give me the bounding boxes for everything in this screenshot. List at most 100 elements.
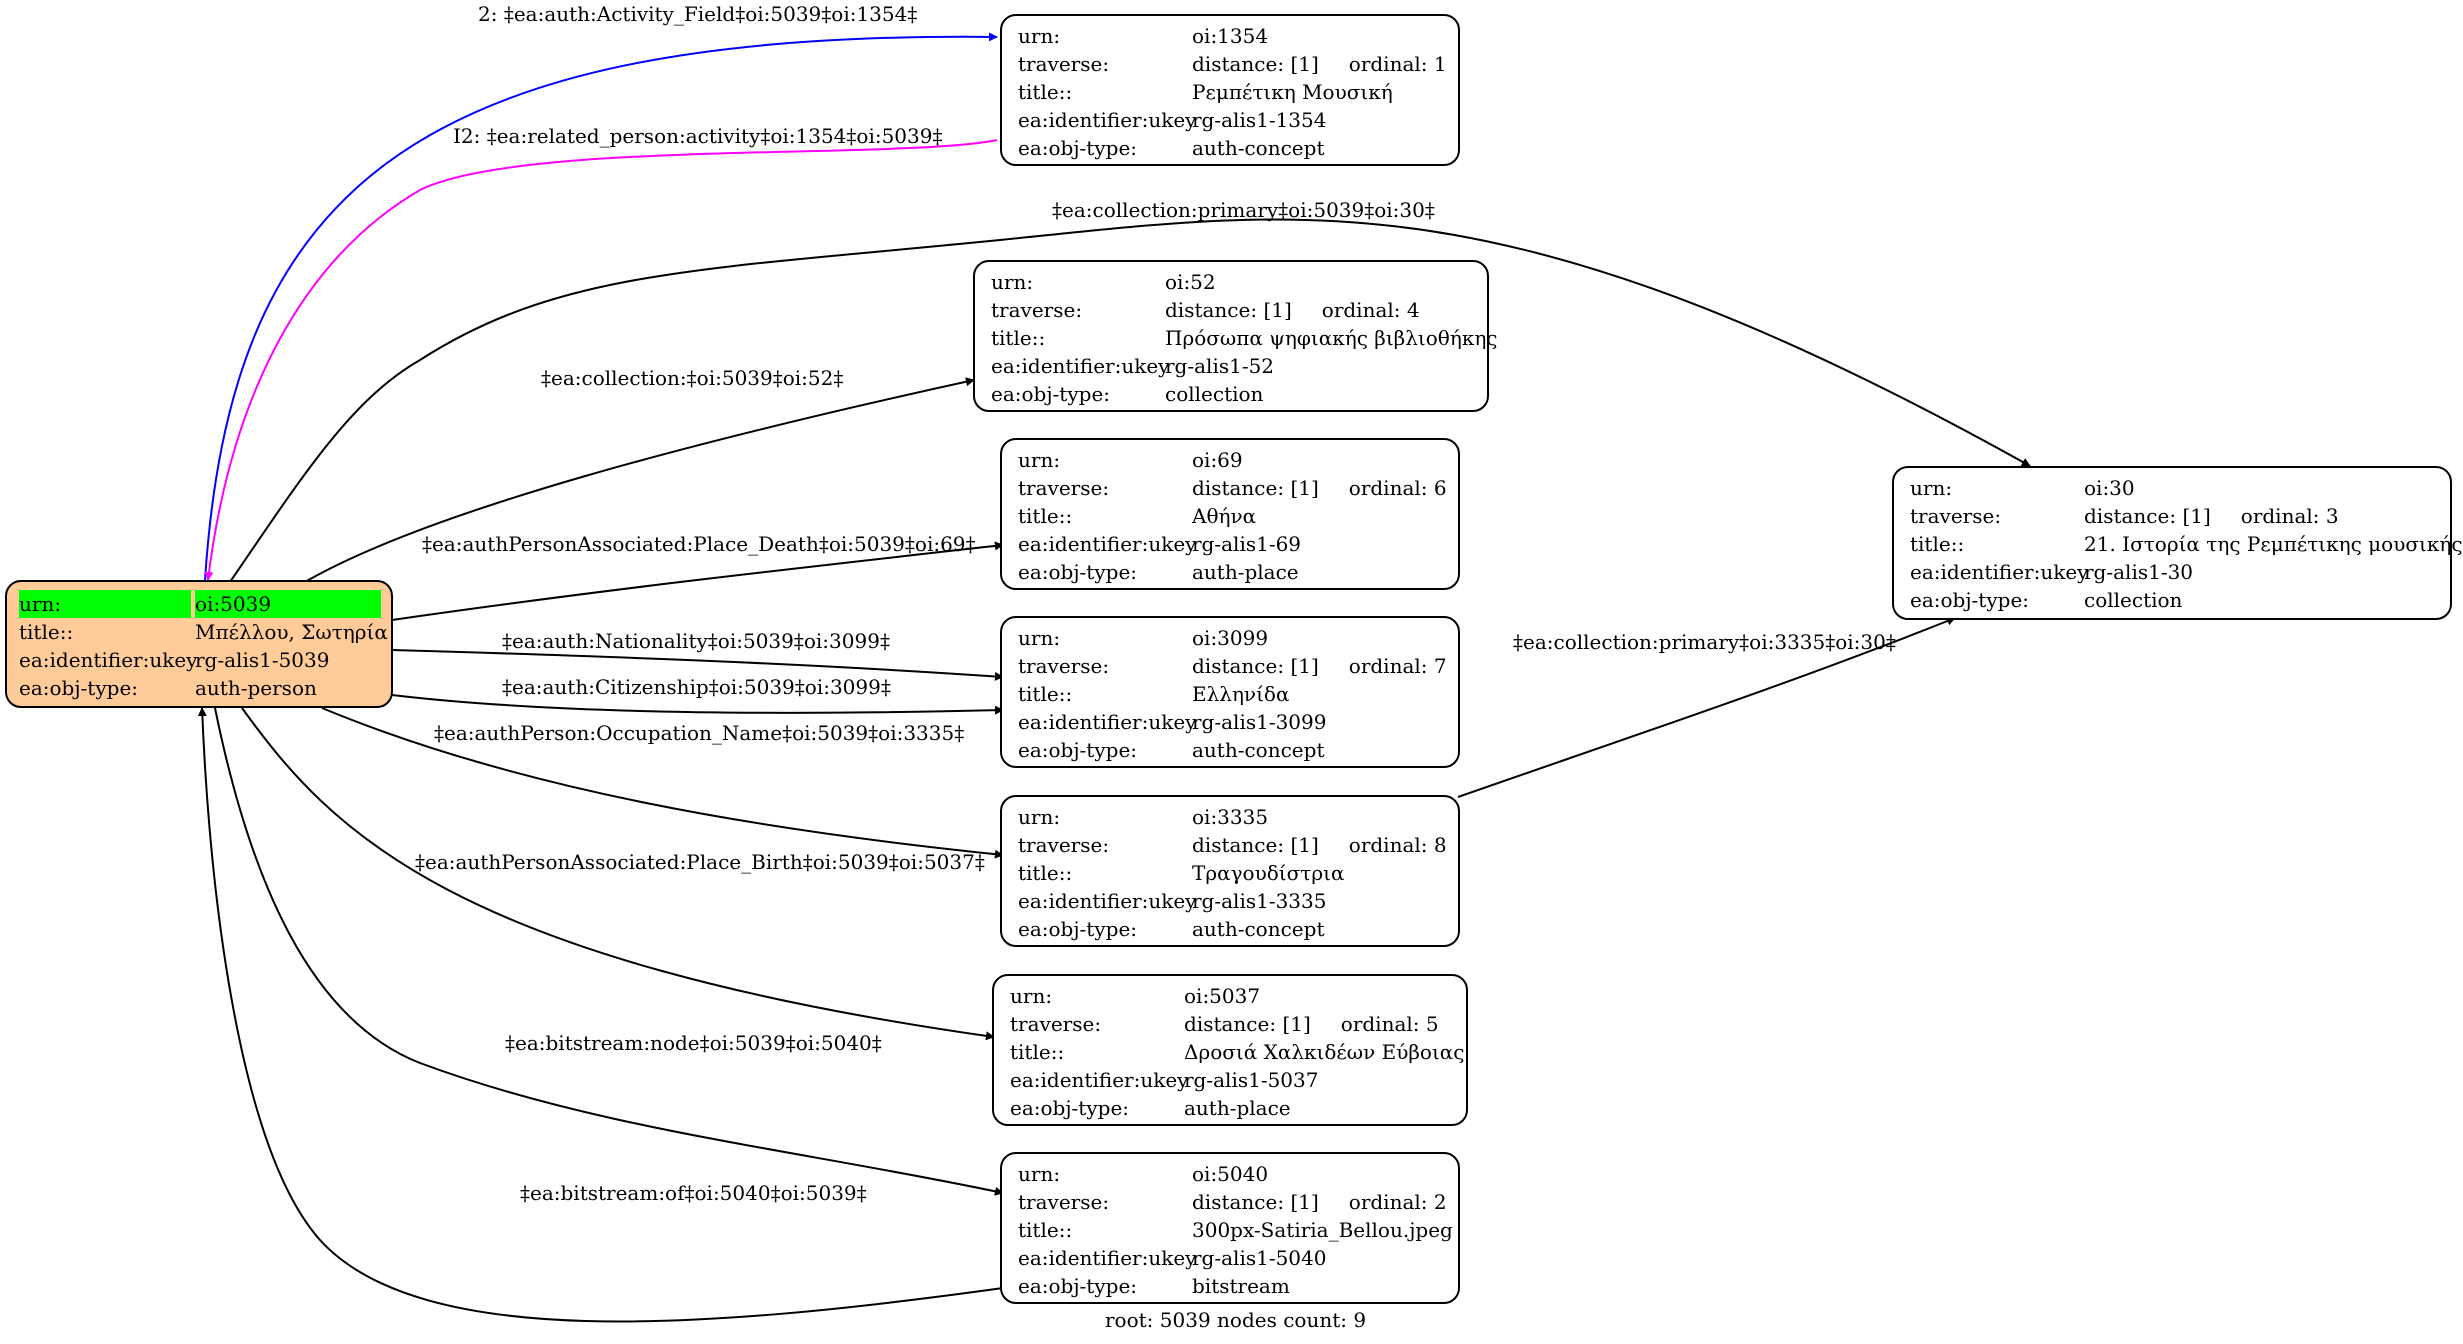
type-value: auth-person <box>195 676 317 700</box>
ukey-value: rg-alis1-5037 <box>1184 1068 1319 1092</box>
urn-key: urn: <box>1018 24 1061 48</box>
traverse-key: traverse: <box>1018 52 1110 76</box>
node-oi-30[interactable]: urn:oi:30 traverse:distance: [1]ordinal:… <box>1892 466 2463 620</box>
urn-value: oi:5037 <box>1184 984 1261 1008</box>
edge-bitstream-node <box>214 707 1004 1196</box>
type-value: auth-concept <box>1192 738 1325 762</box>
traverse-key: traverse: <box>991 298 1083 322</box>
urn-key: urn: <box>1018 805 1061 829</box>
type-key: ea:obj-type: <box>1010 1096 1130 1120</box>
ukey-value: rg-alis1-3335 <box>1192 889 1327 913</box>
edge-label-bitstream-of: ‡ea:bitstream:of‡oi:5040‡oi:5039‡ <box>520 1181 867 1205</box>
ukey-key: ea:identifier:ukey <box>1018 710 1197 734</box>
title-key: title:: <box>1018 861 1073 885</box>
traverse-key: traverse: <box>1018 1190 1110 1214</box>
type-value: bitstream <box>1192 1274 1290 1298</box>
ukey-key: ea:identifier:ukey <box>1010 1068 1189 1092</box>
title-key: title:: <box>1910 532 1965 556</box>
ukey-value: rg-alis1-1354 <box>1192 108 1327 132</box>
edge-collection-primary-3335-30 <box>1457 616 1956 798</box>
urn-key: urn: <box>1018 448 1061 472</box>
node-oi-1354[interactable]: urn:oi:1354 traverse:distance: [1]ordina… <box>1000 14 1460 166</box>
edge-label-activity-field: 2: ‡ea:auth:Activity_Field‡oi:5039‡oi:13… <box>478 2 918 26</box>
edge-label-place-birth: ‡ea:authPersonAssociated:Place_Birth‡oi:… <box>415 850 985 874</box>
type-value: auth-place <box>1184 1096 1291 1120</box>
traverse-key: traverse: <box>1018 476 1110 500</box>
edge-label-citizenship: ‡ea:auth:Citizenship‡oi:5039‡oi:3099‡ <box>502 675 891 699</box>
edge-bitstream-of <box>197 707 1004 1323</box>
node-oi-5037[interactable]: urn:oi:5037 traverse:distance: [1]ordina… <box>992 974 1468 1126</box>
type-value: collection <box>1165 382 1264 406</box>
edge-nationality <box>391 649 1004 681</box>
urn-value: oi:3335 <box>1192 805 1269 829</box>
ukey-key: ea:identifier:ukey <box>1910 560 2089 584</box>
type-key: ea:obj-type: <box>1018 738 1138 762</box>
title-value: Μπέλλου, Σωτηρία <box>195 620 388 644</box>
title-key: title:: <box>1018 1218 1073 1242</box>
ukey-value: rg-alis1-69 <box>1192 532 1302 556</box>
ordinal-value: ordinal: 6 <box>1348 476 1447 500</box>
node-oi-3099[interactable]: urn:oi:3099 traverse:distance: [1]ordina… <box>1000 616 1460 768</box>
urn-key: urn: <box>1910 476 1953 500</box>
traverse-key: traverse: <box>1910 504 2002 528</box>
edge-label-related-person: I2: ‡ea:related_person:activity‡oi:1354‡… <box>453 124 943 148</box>
title-value: Πρόσωπα ψηφιακής βιβλιοθήκης <box>1165 326 1498 350</box>
title-value: Ρεμπέτικη Μουσική <box>1192 80 1393 104</box>
edge-citizenship <box>391 694 1004 715</box>
urn-key: urn: <box>1010 984 1053 1008</box>
urn-value: oi:52 <box>1165 270 1216 294</box>
type-key: ea:obj-type: <box>1018 560 1138 584</box>
distance-value: distance: [1] <box>1165 298 1292 322</box>
urn-value: oi:5040 <box>1192 1162 1269 1186</box>
ordinal-value: ordinal: 8 <box>1348 833 1447 857</box>
ordinal-value: ordinal: 2 <box>1348 1190 1447 1214</box>
type-key: ea:obj-type: <box>991 382 1111 406</box>
urn-value: oi:30 <box>2084 476 2135 500</box>
edge-label-bitstream-node: ‡ea:bitstream:node‡oi:5039‡oi:5040‡ <box>505 1031 882 1055</box>
node-oi-5040[interactable]: urn: oi:5040 traverse: distance: [1] ordina… <box>1000 1152 1460 1304</box>
edge-collection-52 <box>304 377 975 583</box>
urn-key: urn: <box>991 270 1034 294</box>
urn-key: urn: <box>1018 626 1061 650</box>
urn-value: oi:3099 <box>1192 626 1269 650</box>
edge-place-death <box>391 541 1004 621</box>
traverse-key: traverse: <box>1018 654 1110 678</box>
ukey-value: rg-alis1-5039 <box>195 648 330 672</box>
ordinal-value: ordinal: 1 <box>1348 52 1447 76</box>
ordinal-value: ordinal: 4 <box>1321 298 1420 322</box>
ukey-key: ea:identifier:ukey <box>1018 1246 1197 1270</box>
title-key: title:: <box>19 620 74 644</box>
edge-label-nationality: ‡ea:auth:Nationality‡oi:5039‡oi:3099‡ <box>502 629 890 653</box>
ukey-key: ea:identifier:ukey <box>991 354 1170 378</box>
node-oi-69[interactable]: urn:oi:69 traverse:distance: [1]ordinal:… <box>1000 438 1460 590</box>
node-oi-52[interactable]: urn: oi:52 traverse: distance: [1] ordinal:… <box>973 260 1498 412</box>
urn-key: urn: <box>19 590 191 618</box>
distance-value: distance: [1] <box>2084 504 2211 528</box>
traverse-key: traverse: <box>1010 1012 1102 1036</box>
distance-value: distance: [1] <box>1192 52 1319 76</box>
ukey-key: ea:identifier:ukey <box>1018 889 1197 913</box>
ukey-value: rg-alis1-3099 <box>1192 710 1327 734</box>
traverse-key: traverse: <box>1018 833 1110 857</box>
type-key: ea:obj-type: <box>1018 917 1138 941</box>
title-key: title:: <box>1018 504 1073 528</box>
distance-value: distance: [1] <box>1192 833 1319 857</box>
type-value: auth-concept <box>1192 136 1325 160</box>
graph-footer: root: 5039 nodes count: 9 <box>1105 1308 1367 1332</box>
ukey-value: rg-alis1-52 <box>1165 354 1275 378</box>
title-value: Δροσιά Χαλκιδέων Εύβοιας <box>1184 1040 1465 1064</box>
edge-activity-field <box>204 32 998 581</box>
ukey-key: ea:identifier:ukey <box>1018 108 1197 132</box>
edge-label-collection-primary-3335-30: ‡ea:collection:primary‡oi:3335‡oi:30‡ <box>1513 630 1896 654</box>
type-value: collection <box>2084 588 2183 612</box>
root-node-5039[interactable]: urn:oi:5039 title::Μπέλλου, Σωτηρία ea:i… <box>5 580 393 708</box>
node-oi-3335[interactable]: urn: oi:3335 traverse: distance: [1] ordina… <box>1000 795 1460 947</box>
edge-place-birth <box>241 707 995 1041</box>
title-key: title:: <box>1010 1040 1065 1064</box>
edge-related-person <box>204 139 998 581</box>
urn-value: oi:5039 <box>195 590 381 618</box>
urn-key: urn: <box>1018 1162 1061 1186</box>
type-value: auth-place <box>1192 560 1299 584</box>
distance-value: distance: [1] <box>1192 1190 1319 1214</box>
